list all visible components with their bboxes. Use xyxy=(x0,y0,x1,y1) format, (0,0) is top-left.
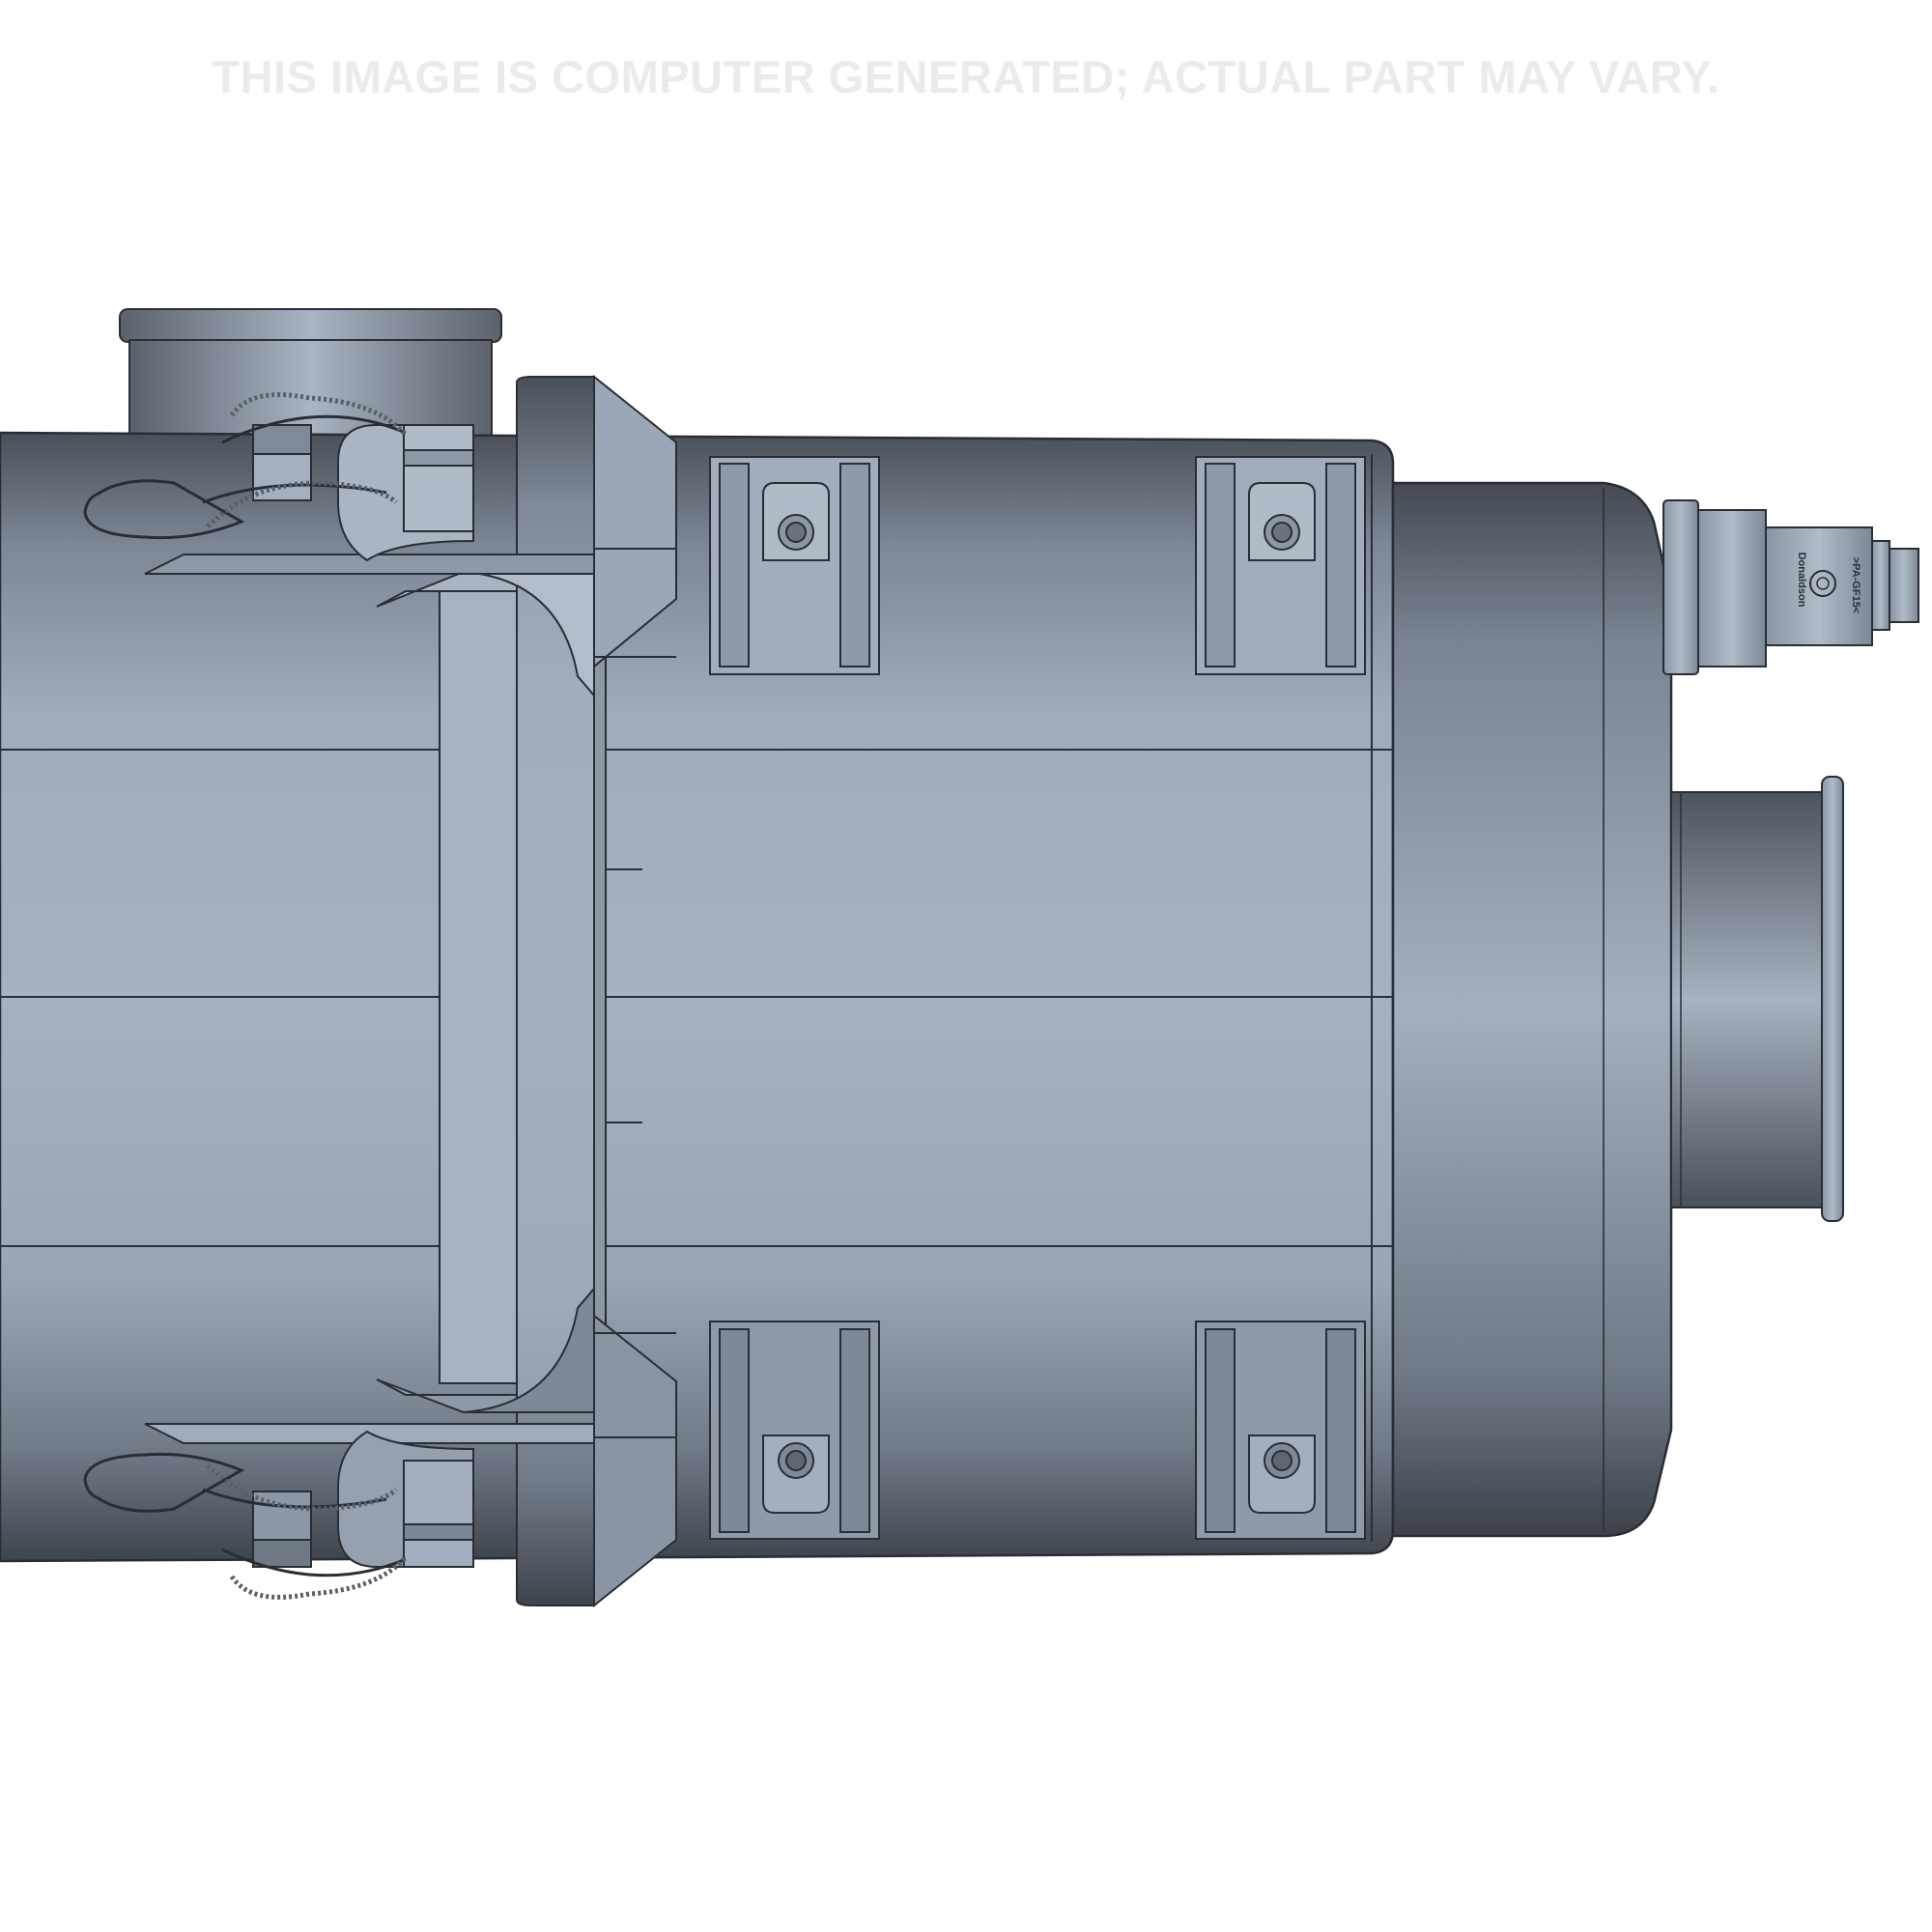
vacuator-valve: Donaldson >PA-GF15< xyxy=(1662,499,1919,675)
clamp-band-frame xyxy=(376,374,677,1608)
mounting-bracket-bottom-right xyxy=(1195,1321,1366,1540)
outlet-pipe xyxy=(1670,776,1844,1222)
mounting-bracket-top-left xyxy=(709,456,880,675)
upper-clamp-latch xyxy=(83,392,595,575)
disclaimer-text: THIS IMAGE IS COMPUTER GENERATED; ACTUAL… xyxy=(212,51,1720,102)
mounting-bracket-bottom-left xyxy=(709,1321,880,1540)
material-marking: >PA-GF15< xyxy=(1850,557,1861,614)
lower-clamp-latch xyxy=(83,1423,595,1600)
housing-seams xyxy=(0,454,1623,1542)
outlet-end-cap xyxy=(1391,481,1673,1538)
mounting-bracket-top-right xyxy=(1195,456,1366,675)
brand-marking: Donaldson xyxy=(1796,553,1807,608)
